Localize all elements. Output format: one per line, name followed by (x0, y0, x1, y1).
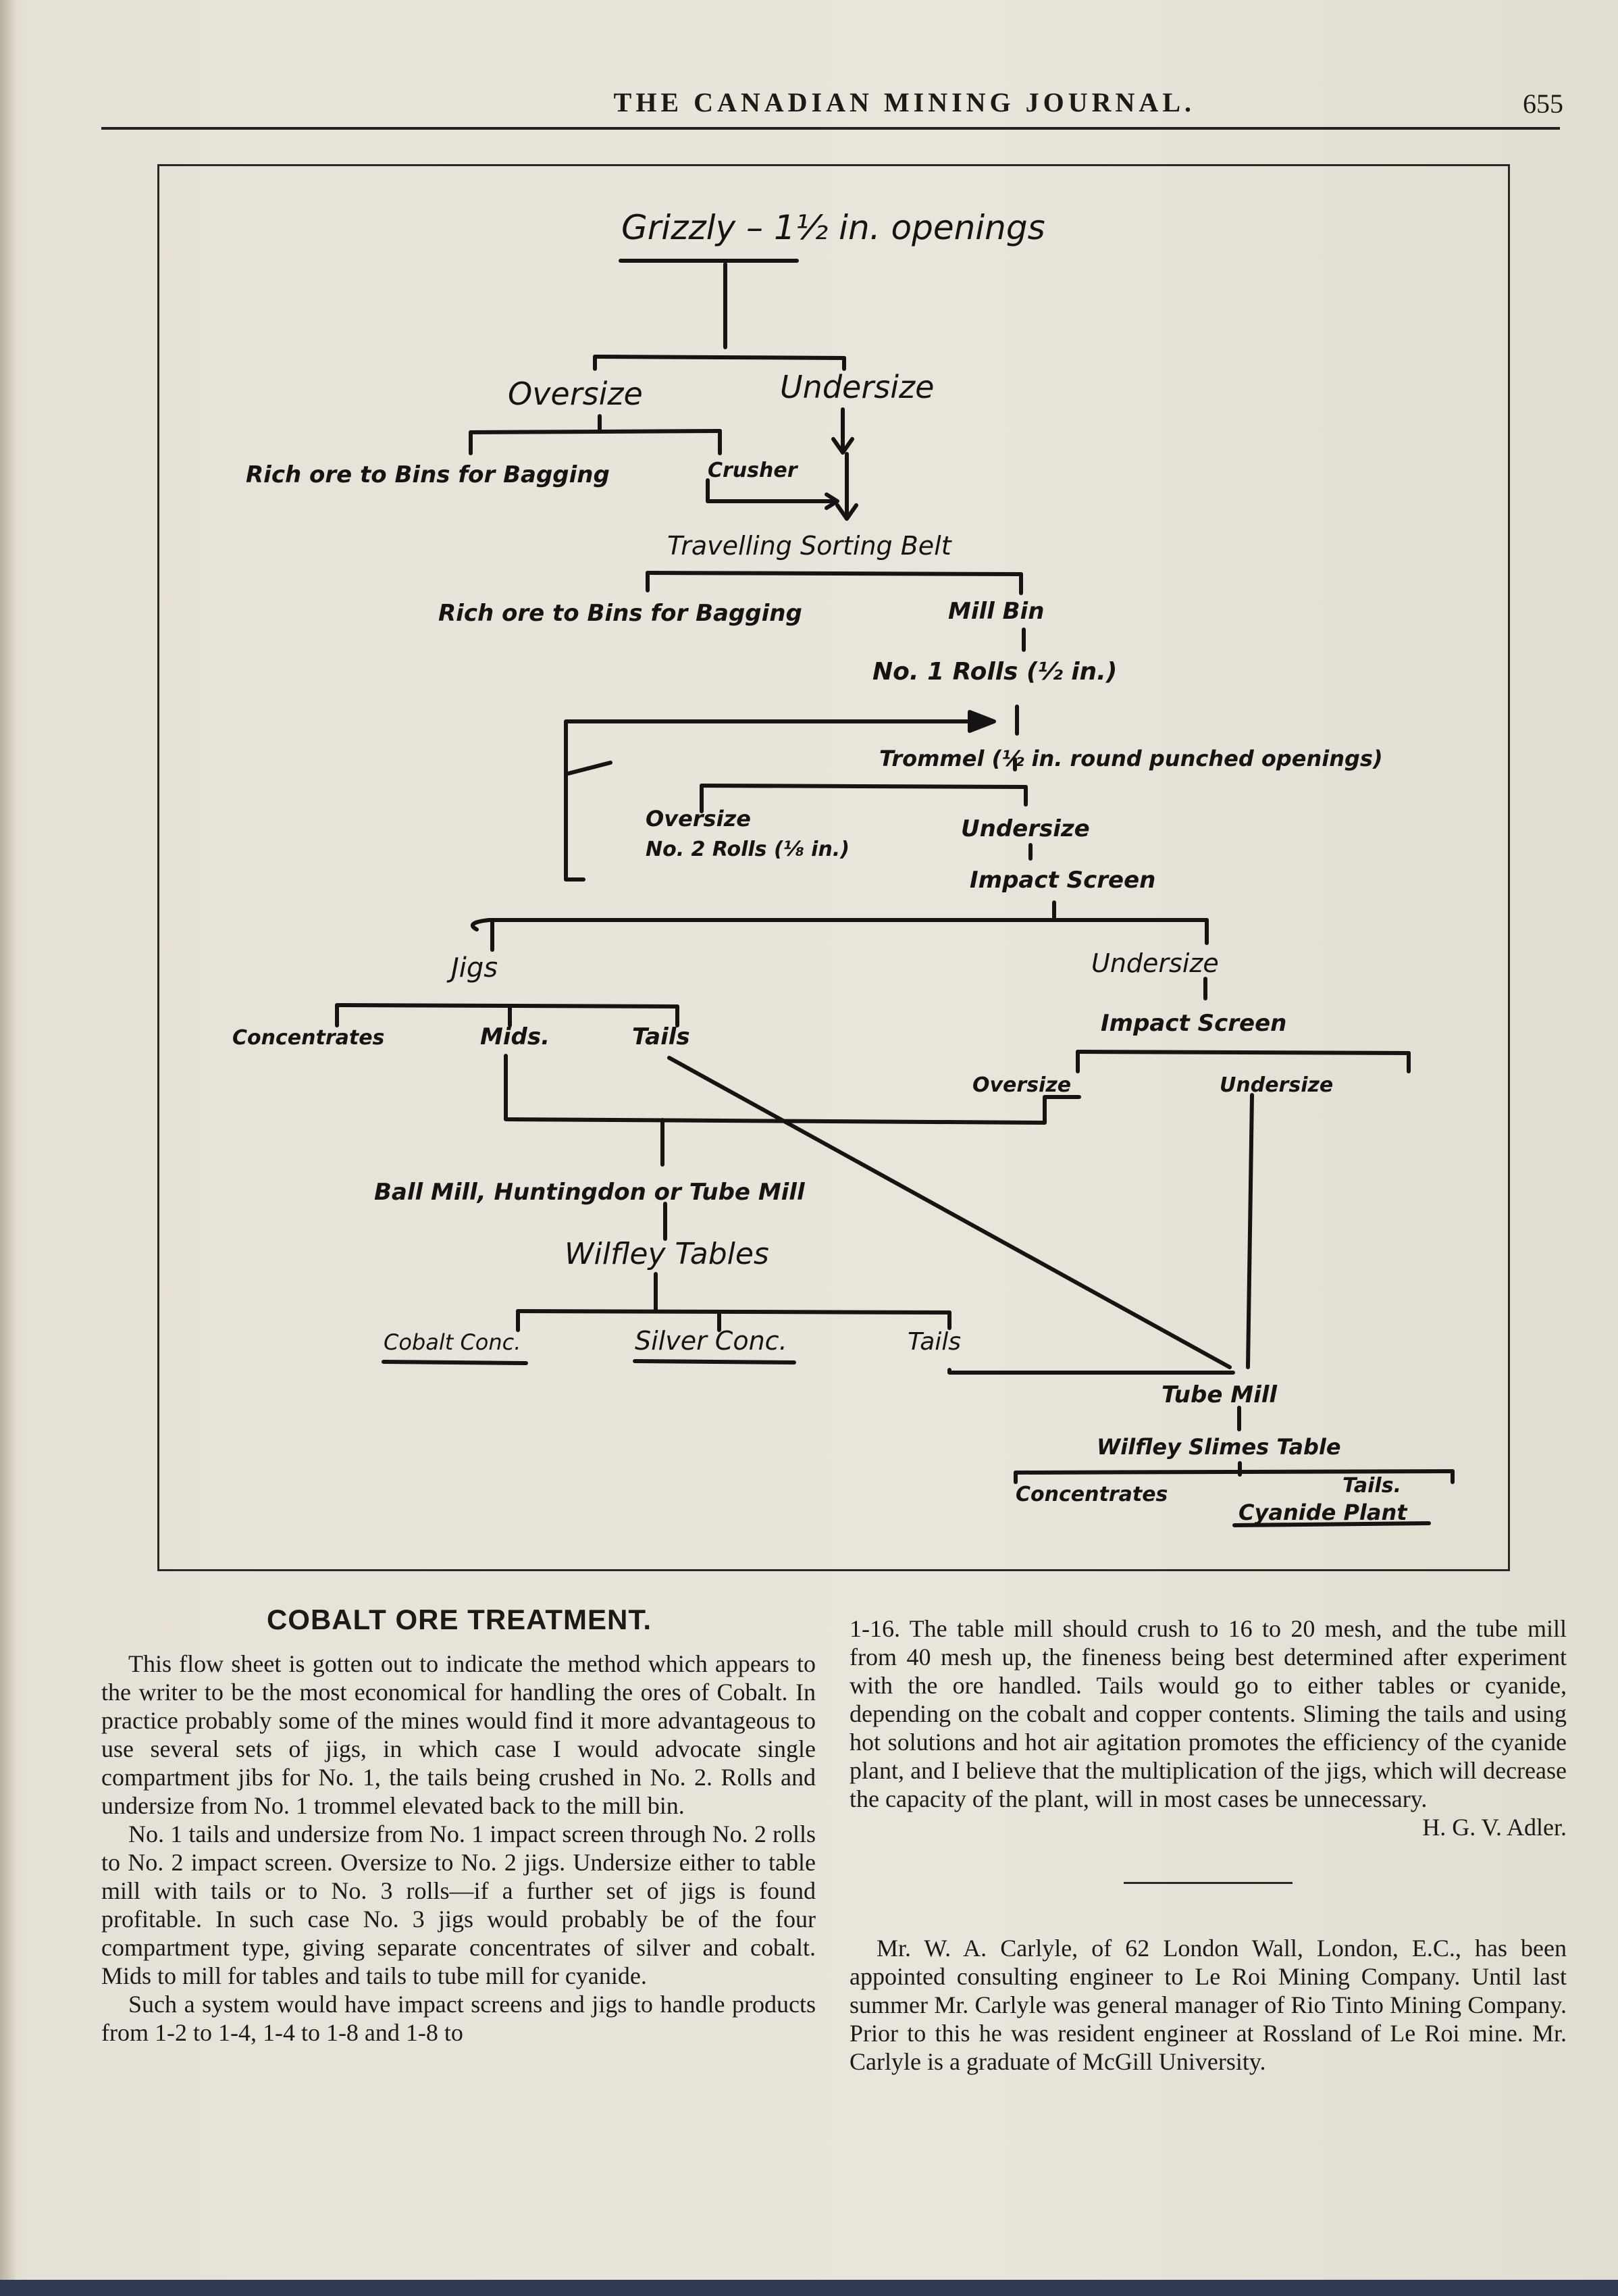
label-rolls-1: No. 1 Rolls (½ in.) (872, 658, 1117, 686)
flow-labels: Grizzly – 1½ in. openings Oversize Under… (232, 208, 1408, 1525)
label-mids: Mids. (480, 1023, 550, 1050)
label-mill-bin: Mill Bin (948, 598, 1044, 625)
label-grizzly: Grizzly – 1½ in. openings (621, 208, 1045, 247)
label-concentrates-1: Concentrates (232, 1026, 384, 1050)
running-head: THE CANADIAN MINING JOURNAL. (613, 87, 1195, 118)
header-rule (101, 127, 1560, 130)
label-oversize-1: Oversize (508, 376, 643, 412)
label-tails-2: Tails (908, 1328, 961, 1356)
label-sorting-belt: Travelling Sorting Belt (667, 531, 953, 561)
label-slimes-table: Wilfley Slimes Table (1097, 1434, 1341, 1460)
label-wilfley-tables: Wilfley Tables (565, 1237, 769, 1271)
label-oversize-2: Oversize (646, 806, 751, 832)
article-paragraph: Such a system would have impact screens … (101, 1991, 816, 2046)
author-signature: H. G. V. Adler. (1422, 1814, 1567, 1841)
label-impact-screen-2: Impact Screen (1101, 1010, 1286, 1037)
label-cobalt-conc: Cobalt Conc. (384, 1329, 521, 1355)
scan-bottom-edge (0, 2280, 1618, 2296)
label-undersize-4: Undersize (1220, 1073, 1333, 1097)
flow-lines (335, 259, 1455, 1527)
page-number: 655 (1523, 88, 1563, 119)
personal-notice: Mr. W. A. Carlyle, of 62 London Wall, Lo… (850, 1935, 1567, 2075)
binding-edge (0, 0, 15, 2296)
article-title: COBALT ORE TREATMENT. (266, 1604, 652, 1635)
label-silver-conc: Silver Conc. (635, 1326, 787, 1356)
label-impact-screen-1: Impact Screen (970, 867, 1155, 894)
label-rolls-2: No. 2 Rolls (⅛ in.) (646, 838, 850, 861)
figure-frame (157, 164, 1510, 1571)
label-crusher: Crusher (708, 459, 799, 482)
article-right-column: 1-16. The table mill should crush to 16 … (850, 1614, 1567, 2076)
label-concentrates-2: Concentrates (1016, 1483, 1168, 1506)
flow-sheet-diagram: Grizzly – 1½ in. openings Oversize Under… (232, 208, 1455, 1527)
label-rich-ore-bins-2: Rich ore to Bins for Bagging (438, 600, 802, 627)
label-rich-ore-bins-1: Rich ore to Bins for Bagging (246, 461, 610, 488)
label-jigs: Jigs (446, 952, 498, 984)
label-trommel: Trommel (½ in. round punched openings) (879, 746, 1383, 771)
label-oversize-3: Oversize (972, 1073, 1071, 1097)
label-undersize-1: Undersize (780, 369, 934, 405)
label-cyanide-plant: Cyanide Plant (1238, 1500, 1408, 1525)
article-left-column: This flow sheet is gotten out to indicat… (101, 1650, 816, 2047)
label-undersize-2: Undersize (961, 815, 1090, 842)
label-undersize-3: Undersize (1091, 948, 1219, 978)
article-paragraph: This flow sheet is gotten out to indicat… (101, 1650, 816, 1819)
section-divider (1124, 1882, 1293, 1884)
label-tails-1: Tails (632, 1023, 690, 1050)
label-tails-3: Tails. (1342, 1474, 1401, 1498)
label-tube-mill: Tube Mill (1162, 1381, 1278, 1408)
article-paragraph-continued: 1-16. The table mill should crush to 16 … (850, 1615, 1567, 1812)
label-ball-mill: Ball Mill, Huntingdon or Tube Mill (374, 1179, 806, 1206)
article-paragraph: No. 1 tails and undersize from No. 1 imp… (101, 1820, 816, 1989)
